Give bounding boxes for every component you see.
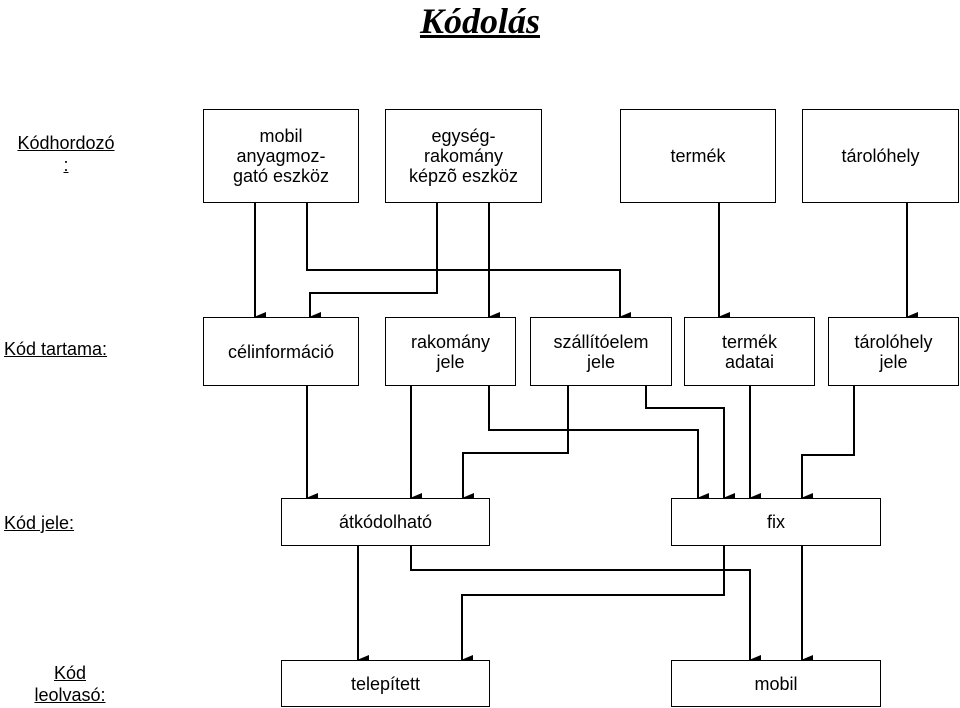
content-box-celinformacio: célinformáció	[203, 317, 359, 386]
row-label-reader: Kód leolvasó:	[34, 663, 106, 705]
page-title: Kódolás	[419, 1, 541, 41]
carrier-box-tarolohely: tárolóhely	[802, 109, 959, 203]
reader-box-telepitett: telepített	[281, 660, 490, 707]
sign-box-fix: fix	[671, 498, 881, 546]
content-box-termek-adatai: termék adatai	[684, 317, 815, 386]
arrow-tarolo-fix	[801, 385, 855, 503]
carrier-box-termek: termék	[620, 109, 776, 203]
row-label-sign: Kód jele:	[4, 513, 75, 533]
arrow-rakomany-fix	[488, 385, 709, 503]
sign-box-atkodolhato: átkódolható	[281, 498, 490, 546]
carrier-box-mobil-eszkoz: mobil anyagmoz- gató eszköz	[203, 109, 359, 203]
row-label-carrier: Kódhordozó :	[17, 133, 115, 175]
content-box-tarolohely-jele: tárolóhely jele	[828, 317, 959, 386]
content-box-rakomany-jele: rakomány jele	[385, 317, 516, 386]
reader-box-mobil: mobil	[671, 660, 881, 707]
content-box-szallitoelem-jele: szállítóelem jele	[530, 317, 672, 386]
carrier-box-egysegrakomany: egység- rakomány képzõ eszköz	[385, 109, 542, 203]
arrow-szallito-fix	[645, 385, 735, 503]
arrow-carrier2-celinfo	[309, 202, 438, 322]
arrow-atkod-mobil	[410, 546, 761, 665]
arrow-szallito-atkod	[462, 385, 569, 503]
row-label-content: Kód tartama:	[4, 339, 108, 359]
arrow-fix-telepitett	[461, 546, 725, 665]
arrow-carrier1-szallito	[306, 202, 631, 322]
